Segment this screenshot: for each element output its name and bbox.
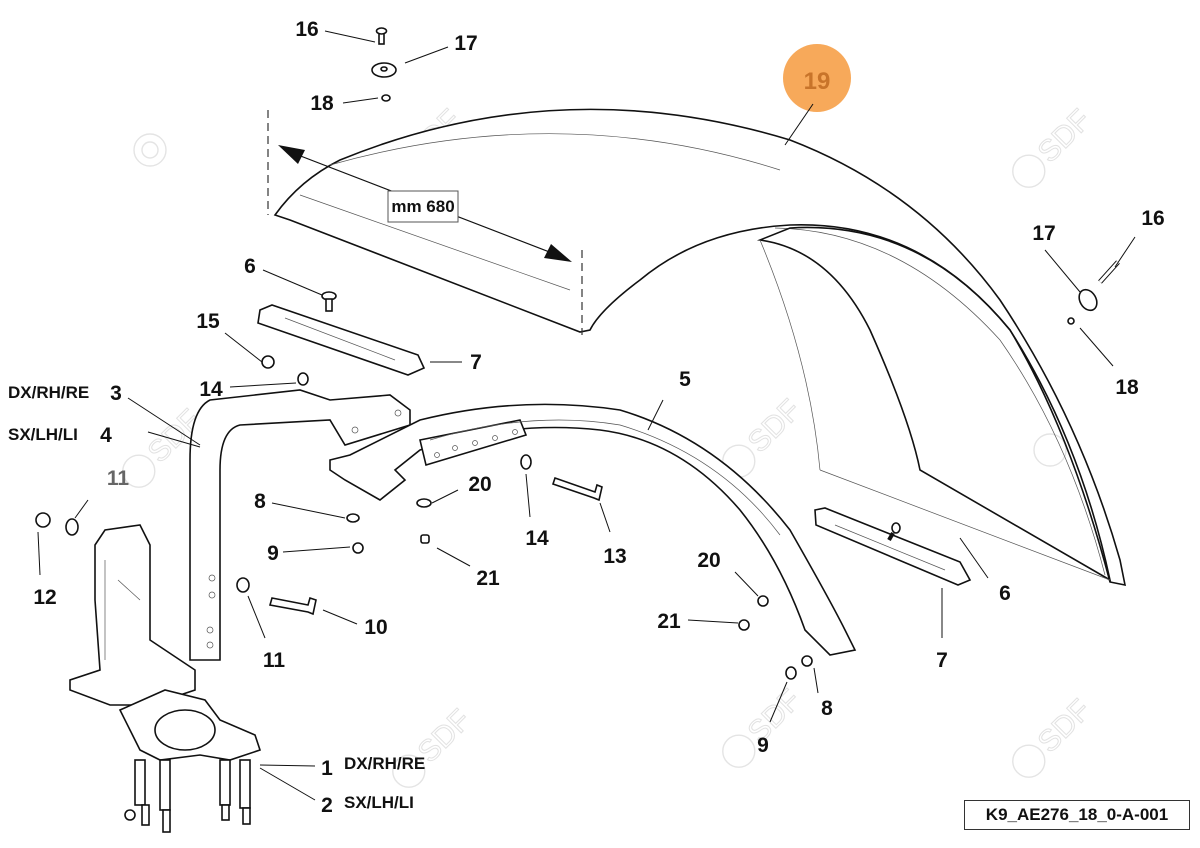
callout-19-highlight[interactable]: 19 — [783, 44, 851, 146]
svg-text:SDF: SDF — [742, 393, 808, 459]
callout-10[interactable]: 10 — [364, 616, 387, 639]
callout-5[interactable]: 5 — [679, 368, 691, 391]
svg-text:SDF: SDF — [1032, 693, 1098, 759]
nut-18-top[interactable] — [381, 94, 391, 102]
callout-16[interactable]: 16 — [1141, 207, 1164, 230]
callout-2[interactable]: 2 — [321, 794, 333, 817]
dimension-680: mm 680 — [267, 110, 583, 335]
callout-9[interactable]: 9 — [757, 734, 769, 757]
nut-18-right[interactable] — [1067, 317, 1075, 325]
callout-1[interactable]: 1 — [321, 757, 333, 780]
bolt-13[interactable] — [551, 476, 603, 502]
callout-labels: 16 17 18 16 17 18 6 7 15 14 DX/RH/RE 3 S… — [8, 18, 1165, 817]
callout-11[interactable]: 11 — [263, 649, 286, 672]
nut-9-right[interactable] — [785, 666, 797, 680]
washer-11-left[interactable] — [65, 518, 79, 536]
callout-13[interactable]: 13 — [603, 545, 626, 568]
arc-bar-5[interactable] — [329, 403, 857, 656]
nut-8-mid[interactable] — [346, 513, 360, 523]
callout-7[interactable]: 7 — [936, 649, 948, 672]
callout-18[interactable]: 18 — [1115, 376, 1139, 399]
fender-part-19[interactable] — [273, 108, 1127, 587]
callout-8[interactable]: 8 — [254, 490, 266, 513]
callout-9[interactable]: 9 — [267, 542, 279, 565]
nut-9-mid[interactable] — [352, 542, 364, 554]
bolt-6-right[interactable] — [887, 522, 901, 541]
nut-21-right[interactable] — [738, 619, 750, 631]
callout-17[interactable]: 17 — [1032, 222, 1055, 245]
callout-3[interactable]: 3 — [110, 382, 122, 405]
callout-20[interactable]: 20 — [468, 473, 491, 496]
dimension-label: mm 680 — [391, 197, 454, 216]
callout-21[interactable]: 21 — [657, 610, 681, 633]
base-bracket-1-2[interactable] — [69, 524, 262, 833]
callout-7[interactable]: 7 — [470, 351, 482, 374]
bolt-6-top[interactable] — [321, 291, 337, 312]
callout-14[interactable]: 14 — [525, 527, 549, 550]
washer-11-mid[interactable] — [236, 577, 250, 593]
nut-12[interactable] — [35, 512, 51, 528]
callout-17[interactable]: 17 — [454, 32, 477, 55]
callout-14[interactable]: 14 — [199, 378, 223, 401]
callout-6[interactable]: 6 — [244, 255, 256, 278]
washer-17-right[interactable] — [1076, 286, 1101, 313]
callout-6[interactable]: 6 — [999, 582, 1011, 605]
washer-14-top[interactable] — [297, 372, 309, 386]
callout-12[interactable]: 12 — [33, 586, 56, 609]
callout-8[interactable]: 8 — [821, 697, 833, 720]
bracket-7-right[interactable] — [814, 507, 972, 586]
callout-11[interactable]: 11 — [107, 467, 130, 490]
bolt-16-top[interactable] — [375, 27, 388, 45]
callout-18[interactable]: 18 — [310, 92, 334, 115]
callout-20[interactable]: 20 — [697, 549, 720, 572]
bracket-7-top[interactable] — [257, 304, 426, 376]
washer-20-right[interactable] — [757, 595, 769, 607]
side-label-2: SX/LH/LI — [344, 793, 414, 812]
washer-20-mid[interactable] — [416, 498, 432, 508]
support-arm-3-4[interactable] — [189, 389, 411, 661]
svg-text:SDF: SDF — [1032, 103, 1098, 169]
reference-code: K9_AE276_18_0-A-001 — [964, 800, 1190, 830]
callout-19-number: 19 — [804, 68, 831, 95]
bolt-16-right[interactable] — [1098, 260, 1120, 284]
side-label-4: SX/LH/LI — [8, 425, 78, 444]
side-label-1: DX/RH/RE — [344, 754, 425, 773]
washer-14-mid[interactable] — [520, 454, 532, 470]
leader-lines — [37, 30, 1136, 801]
svg-text:SDF: SDF — [742, 683, 808, 749]
callout-4[interactable]: 4 — [100, 424, 112, 447]
side-label-3: DX/RH/RE — [8, 383, 89, 402]
nut-21-mid[interactable] — [420, 534, 430, 544]
callout-15[interactable]: 15 — [196, 310, 220, 333]
callout-21[interactable]: 21 — [476, 567, 500, 590]
callout-16[interactable]: 16 — [295, 18, 318, 41]
bolt-10[interactable] — [268, 596, 317, 616]
washer-17-top[interactable] — [371, 62, 397, 78]
nut-8-right[interactable] — [801, 655, 813, 667]
nut-15[interactable] — [261, 355, 275, 369]
